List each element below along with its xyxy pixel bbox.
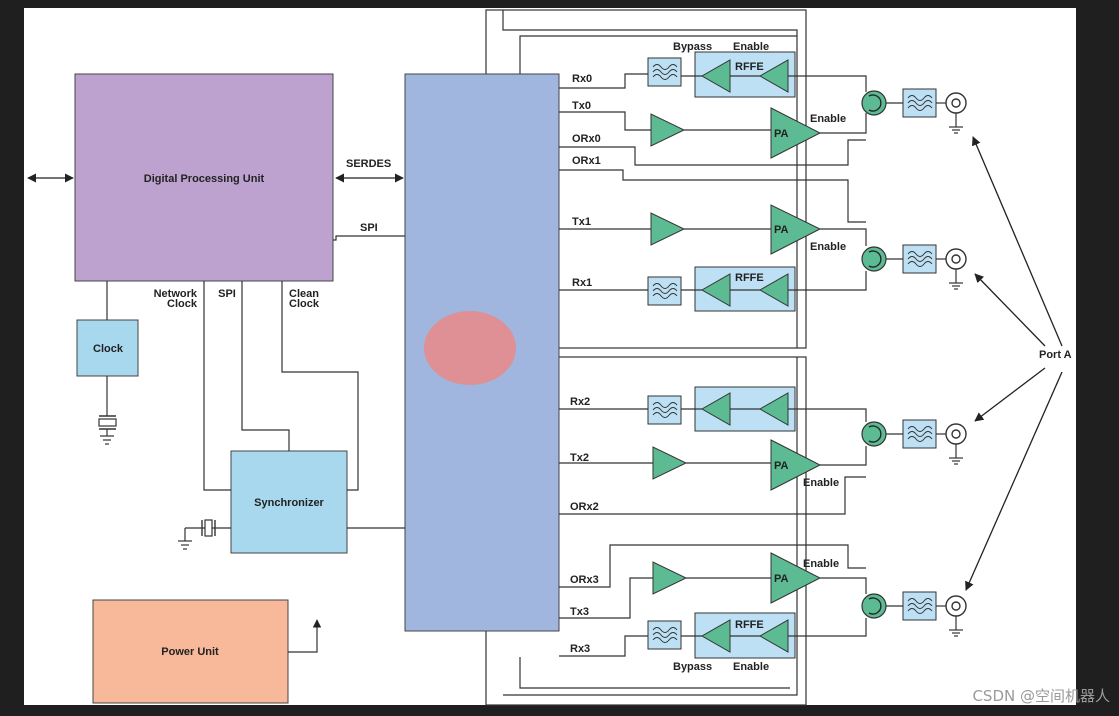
rx3-filter-icon xyxy=(647,620,682,650)
circulator-2-icon xyxy=(861,421,887,447)
rx0-label: Rx0 xyxy=(572,73,592,85)
rffe-0-label: RFFE xyxy=(735,61,764,73)
highlight-blob xyxy=(424,311,516,385)
rx1-label: Rx1 xyxy=(572,277,592,289)
pa-2-enable: Enable xyxy=(803,477,839,489)
network-clock-label-1: Network xyxy=(154,288,198,300)
pa-1-enable: Enable xyxy=(810,241,846,253)
orx2-label: ORx2 xyxy=(570,501,599,513)
channel-2: Rx2 Tx2 ORx2 PA Enable xyxy=(559,386,967,515)
synchronizer-title: Synchronizer xyxy=(254,497,324,509)
tx3-label: Tx3 xyxy=(570,606,589,618)
port-1-filter-icon xyxy=(902,244,937,274)
rx3-label: Rx3 xyxy=(570,643,590,655)
circulator-3-icon xyxy=(861,593,887,619)
channel-3: ORx3 Tx3 Rx3 PA Enable RFFE Bypass Enabl… xyxy=(559,544,967,673)
rffe-0-enable: Enable xyxy=(733,41,769,53)
pa-1-label: PA xyxy=(774,224,789,236)
orx3-label: ORx3 xyxy=(570,574,599,586)
spi-link xyxy=(333,235,405,241)
channel-1: Tx1 Rx1 PA Enable RFFE xyxy=(559,204,967,312)
tx1-label: Tx1 xyxy=(572,216,591,228)
rx0-filter-icon xyxy=(647,57,682,87)
power-unit-block: Power Unit xyxy=(92,599,289,704)
pa-0-enable: Enable xyxy=(810,113,846,125)
network-clock-label-2: Clock xyxy=(167,298,198,310)
power-unit-title: Power Unit xyxy=(161,646,219,658)
rx2-label: Rx2 xyxy=(570,396,590,408)
channel-0: Rx0 Tx0 ORx0 ORx1 RFFE Bypass Enable PA … xyxy=(559,41,967,223)
rx1-filter-icon xyxy=(647,276,682,306)
pa-0-label: PA xyxy=(774,128,789,140)
port-3-filter-icon xyxy=(902,591,937,621)
clock-block: Clock xyxy=(76,319,139,377)
synchronizer-block: Synchronizer xyxy=(230,450,348,554)
port-a-label: Port A xyxy=(1039,349,1072,361)
port-a-arrows xyxy=(965,136,1063,591)
circulator-1-icon xyxy=(861,246,887,272)
rffe-0-bypass: Bypass xyxy=(673,41,712,53)
sync-spi-label: SPI xyxy=(218,288,236,300)
clean-clock-label-1: Clean xyxy=(289,288,319,300)
crystal-ground-icon xyxy=(98,376,117,445)
orx0-label: ORx0 xyxy=(572,133,601,145)
pa-3-enable: Enable xyxy=(803,558,839,570)
clock-title: Clock xyxy=(93,343,124,355)
clean-clock-label-2: Clock xyxy=(289,298,320,310)
port-2-filter-icon xyxy=(902,419,937,449)
tx0-label: Tx0 xyxy=(572,100,591,112)
rx2-filter-icon xyxy=(647,395,682,425)
pa-2-label: PA xyxy=(774,460,789,472)
dpu-title: Digital Processing Unit xyxy=(144,173,265,185)
orx1-label: ORx1 xyxy=(572,155,601,167)
watermark: CSDN @空间机器人 xyxy=(972,687,1110,705)
serdes-label: SERDES xyxy=(346,158,391,170)
digital-processing-unit: Digital Processing Unit xyxy=(74,73,334,282)
tx2-label: Tx2 xyxy=(570,452,589,464)
rffe-1-label: RFFE xyxy=(735,272,764,284)
spi-label: SPI xyxy=(360,222,378,234)
sync-crystal-icon xyxy=(178,519,231,550)
pa-3-label: PA xyxy=(774,573,789,585)
rffe-3-enable: Enable xyxy=(733,661,769,673)
rffe-3-label: RFFE xyxy=(735,619,764,631)
rffe-3-bypass: Bypass xyxy=(673,661,712,673)
circulator-0-icon xyxy=(861,90,887,116)
port-0-filter-icon xyxy=(902,88,937,118)
